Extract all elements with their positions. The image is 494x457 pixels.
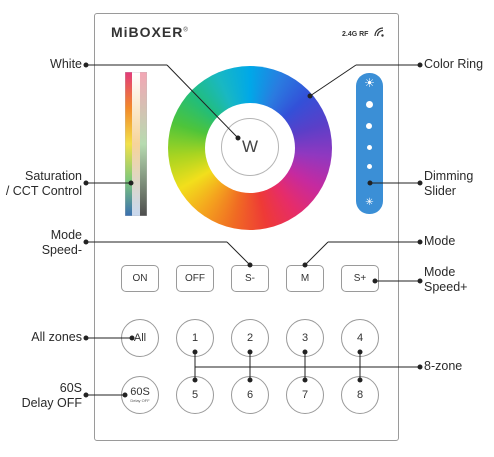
label-mode-speed-plus: Mode Speed+ bbox=[424, 265, 467, 295]
label-delay-line2: Delay OFF bbox=[21, 396, 82, 410]
speed-plus-button[interactable]: S+ bbox=[341, 265, 379, 292]
label-color-ring: Color Ring bbox=[424, 57, 484, 71]
on-button-label: ON bbox=[132, 273, 148, 284]
brand-trademark: ® bbox=[183, 27, 189, 34]
sun-dim-icon: ✳ bbox=[365, 197, 374, 208]
zone-1-label: 1 bbox=[191, 332, 199, 344]
dimming-slider[interactable]: ☀ ✳ bbox=[356, 73, 383, 214]
zone-3-label: 3 bbox=[301, 332, 309, 344]
label-mode-speed-minus-line2: Speed- bbox=[41, 243, 82, 257]
mode-button-label: M bbox=[300, 273, 310, 284]
label-mode-speed-minus: Mode Speed- bbox=[20, 228, 82, 258]
zone-8-label: 8 bbox=[356, 389, 364, 401]
label-dimming-line1: Dimming bbox=[424, 169, 474, 183]
zone-5-label: 5 bbox=[191, 389, 199, 401]
label-mode-speed-plus-line1: Mode bbox=[424, 265, 456, 279]
label-mode: Mode bbox=[424, 234, 456, 248]
delay-off-sublabel: Delay OFF bbox=[130, 398, 150, 403]
white-button[interactable]: W bbox=[221, 118, 279, 176]
dim-level-dot bbox=[366, 123, 372, 129]
white-button-label: W bbox=[241, 137, 259, 156]
dim-level-dot bbox=[367, 164, 372, 169]
speed-minus-label: S- bbox=[245, 273, 255, 284]
label-white: White bbox=[50, 57, 82, 71]
label-saturation-line2: / CCT Control bbox=[5, 184, 82, 198]
dim-level-dot bbox=[366, 101, 373, 108]
label-8-zone: 8-zone bbox=[424, 359, 463, 373]
label-saturation-line1: Saturation bbox=[25, 169, 82, 183]
wifi-signal-icon bbox=[374, 27, 384, 37]
on-button[interactable]: ON bbox=[121, 265, 159, 292]
brand-name: MiBOXER bbox=[111, 24, 184, 40]
label-dimming-line2: Slider bbox=[424, 184, 456, 198]
zone-7-label: 7 bbox=[301, 389, 309, 401]
zone-4-label: 4 bbox=[356, 332, 364, 344]
dim-level-dot bbox=[367, 145, 372, 150]
label-mode-speed-plus-line2: Speed+ bbox=[424, 280, 468, 294]
all-zones-label: All bbox=[133, 332, 147, 344]
label-dimming-slider: Dimming Slider bbox=[424, 169, 473, 199]
delay-off-label: 60S bbox=[130, 386, 150, 398]
speed-plus-label: S+ bbox=[353, 273, 367, 284]
zone-6-label: 6 bbox=[246, 389, 254, 401]
off-button[interactable]: OFF bbox=[176, 265, 214, 292]
zone-2-label: 2 bbox=[246, 332, 254, 344]
off-button-label: OFF bbox=[185, 273, 205, 284]
cct-saturation-strip[interactable] bbox=[125, 72, 147, 216]
label-saturation: Saturation / CCT Control bbox=[0, 169, 82, 199]
label-mode-speed-minus-line1: Mode bbox=[50, 228, 82, 242]
label-all-zones: All zones bbox=[31, 330, 82, 344]
label-delay-line1: 60S bbox=[59, 381, 82, 395]
sun-bright-icon: ☀ bbox=[364, 76, 375, 90]
brand-logo: MiBOXER® bbox=[111, 24, 189, 40]
label-delay-off: 60S Delay OFF bbox=[10, 381, 82, 411]
rf-label: 2.4G RF bbox=[342, 31, 369, 38]
